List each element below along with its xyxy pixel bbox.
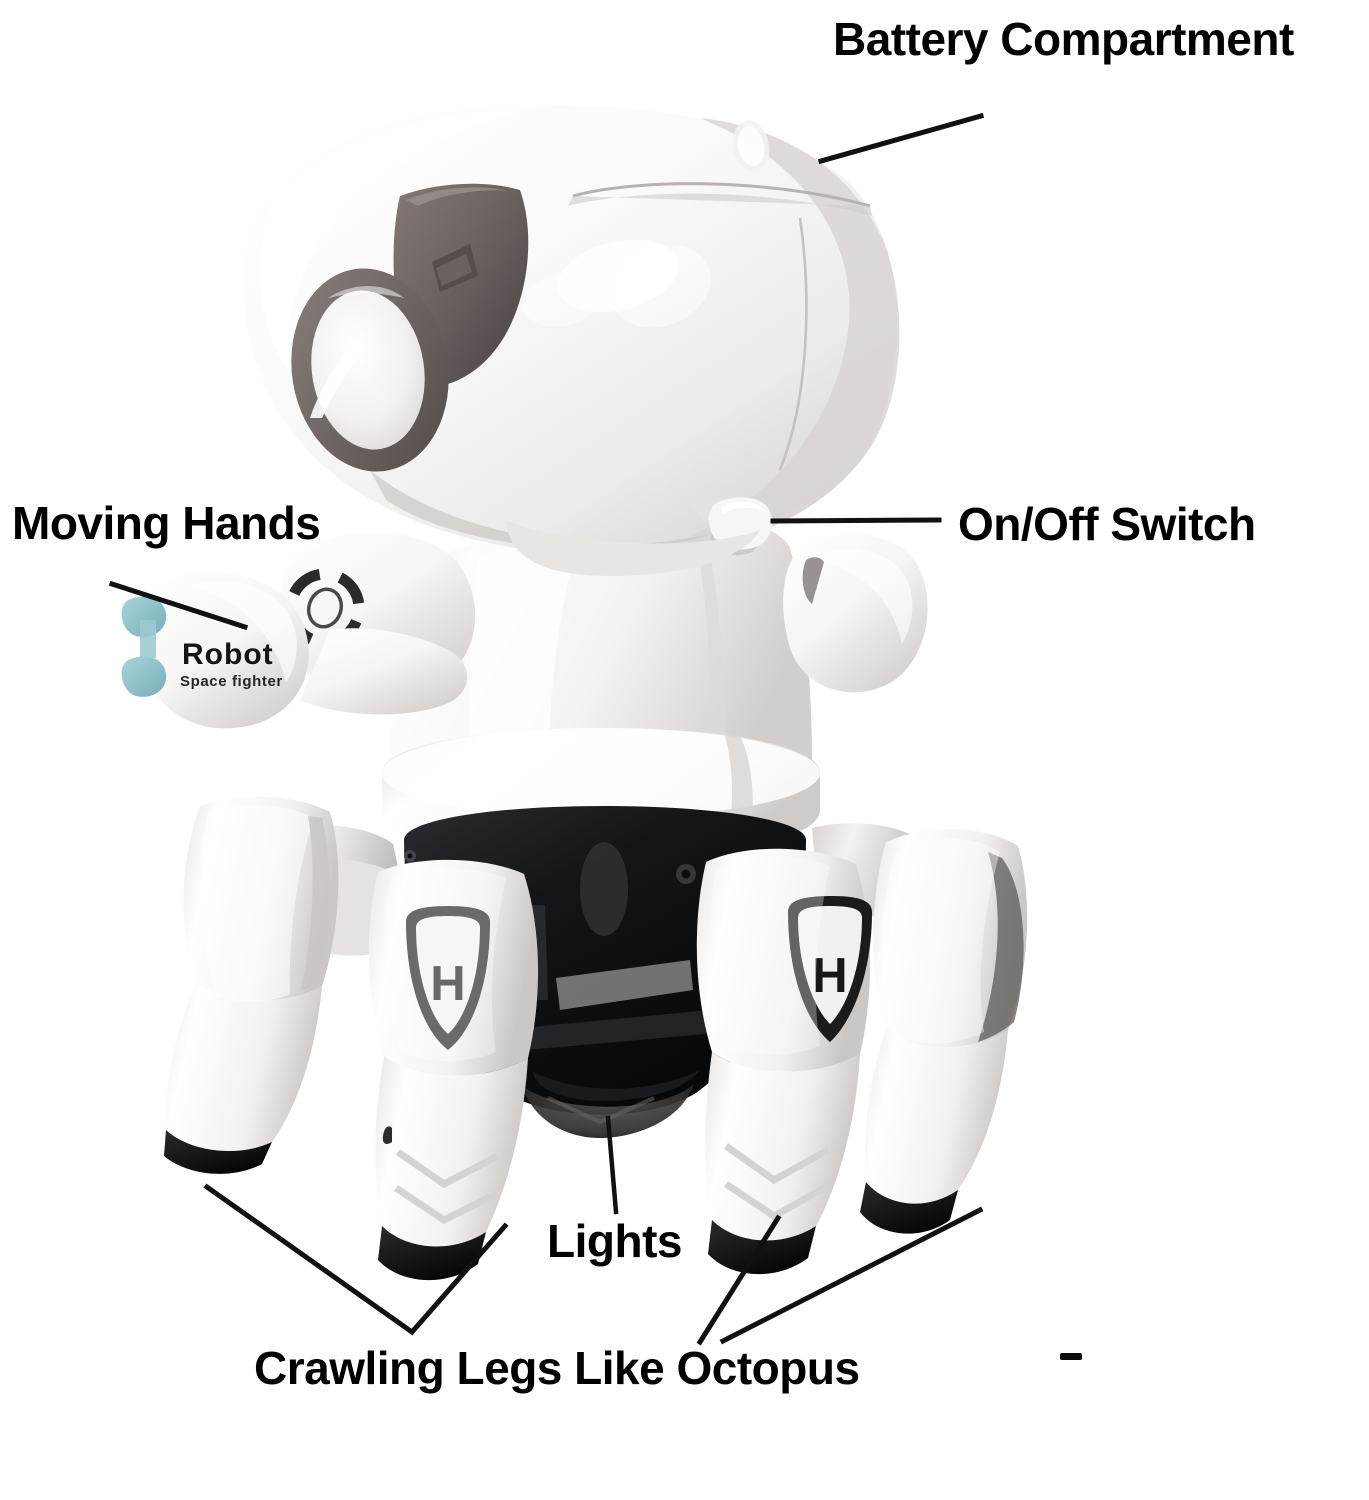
callout-label-battery-compartment: Battery Compartment xyxy=(833,13,1294,65)
robot-left-arm: Robot Space fighter xyxy=(121,532,476,729)
callout-label-on-off-switch: On/Off Switch xyxy=(958,498,1256,550)
leader-switch xyxy=(770,517,942,524)
callout-label-crawling-legs: Crawling Legs Like Octopus xyxy=(254,1342,860,1394)
hand-brand-text: Robot xyxy=(182,638,274,671)
svg-text:H: H xyxy=(430,957,465,1011)
robot-leg-3: H xyxy=(696,848,872,1275)
leader-legs-right-a xyxy=(696,1214,782,1346)
leader-lights xyxy=(605,1115,619,1215)
svg-text:H: H xyxy=(812,949,847,1003)
robot-neck xyxy=(506,520,760,576)
shoulder-speaker-emblem xyxy=(285,568,365,648)
robot-leg-1 xyxy=(164,796,339,1174)
robot-leg-2: H xyxy=(368,859,539,1281)
robot-leg-4 xyxy=(860,828,1028,1234)
stray-mark-artifact xyxy=(1060,1353,1082,1360)
battery-compartment-seam xyxy=(572,182,871,208)
callout-leader-lines xyxy=(108,112,985,1346)
robot-eye xyxy=(291,268,449,472)
leader-battery xyxy=(817,112,985,165)
hand-tagline-text: Space fighter xyxy=(180,673,283,690)
leader-legs-left xyxy=(203,1183,509,1336)
leader-legs-right-b xyxy=(719,1206,984,1345)
leader-hands xyxy=(108,580,249,631)
callout-label-moving-hands: Moving Hands xyxy=(12,497,321,549)
callout-label-lights: Lights xyxy=(547,1215,682,1267)
robot-right-arm xyxy=(783,534,928,693)
